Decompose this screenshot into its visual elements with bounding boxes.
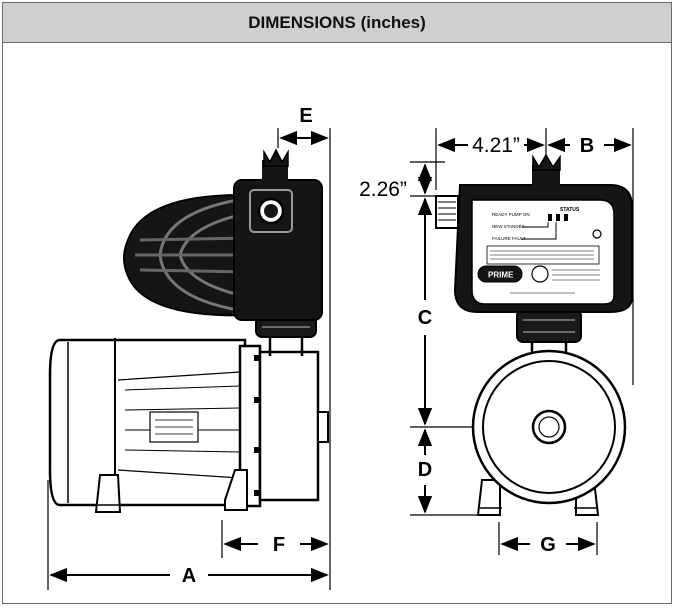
- label-a: A: [182, 565, 196, 587]
- dimension-g: G: [500, 534, 596, 556]
- dimension-a: A: [49, 565, 329, 587]
- dimension-d: D: [418, 428, 432, 514]
- dimension-width-value: 4.21”: [437, 134, 545, 157]
- side-dimension-lines: [47, 128, 331, 590]
- dimension-b: B: [547, 135, 632, 157]
- indicator-ready-label: READY PUMP ON: [492, 212, 530, 217]
- title-bar: DIMENSIONS (inches): [3, 3, 671, 43]
- label-b: B: [580, 135, 594, 157]
- label-d: D: [418, 459, 432, 481]
- label-f: F: [273, 534, 285, 556]
- indicator-standby-label: NEW STANDBY: [492, 224, 525, 229]
- pump-side-view: [48, 148, 329, 513]
- pump-front-view: STATUS READY PUMP ON NEW STANDBY FAILURE…: [435, 153, 633, 516]
- label-c: C: [418, 307, 432, 329]
- dimension-c: C: [418, 197, 432, 426]
- label-g: G: [540, 534, 556, 556]
- dimension-f: F: [223, 534, 329, 556]
- width-value: 4.21”: [472, 134, 520, 157]
- front-dimension-lines: [410, 128, 634, 555]
- dimension-height-value: 2.26”: [359, 163, 433, 201]
- dimension-e: E: [279, 105, 329, 146]
- figure-title: DIMENSIONS (inches): [248, 12, 426, 32]
- status-label: STATUS: [560, 207, 580, 213]
- indicator-fault-label: FAILURE FAULT: [492, 236, 526, 241]
- prime-button-label: PRIME: [488, 271, 514, 280]
- label-e: E: [299, 105, 312, 127]
- height-value: 2.26”: [359, 178, 407, 201]
